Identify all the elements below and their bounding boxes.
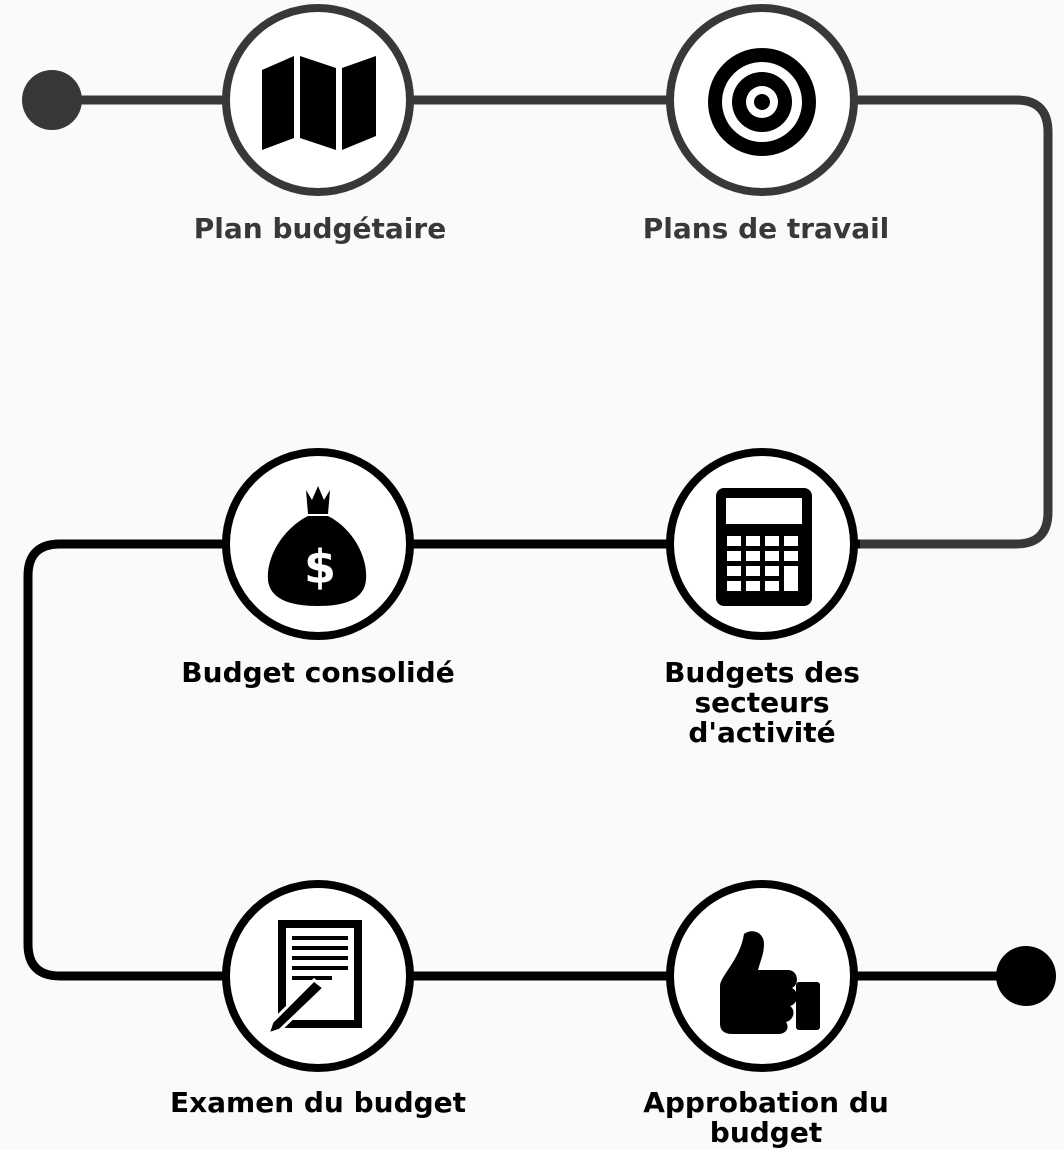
document-pen-icon [265, 920, 362, 1037]
step-node-1 [222, 4, 414, 196]
step-label-6: Approbation du budget [643, 1086, 889, 1149]
step-node-3 [666, 448, 858, 640]
step-label-2: Plans de travail [642, 212, 890, 245]
thumbs-up-icon [720, 931, 820, 1034]
end-dot [996, 946, 1056, 1006]
step-label-5: Examen du budget [169, 1086, 467, 1119]
step-label-1: Plan budgétaire [193, 212, 447, 245]
step-node-6 [666, 880, 858, 1072]
money-bag-icon: $ [267, 486, 367, 606]
step-label-4: Budget consolidé [181, 656, 455, 689]
flow-connector-lower [23, 539, 1026, 981]
flow-connector-top [52, 95, 1053, 549]
step-node-4: $ [222, 448, 414, 640]
step-node-2 [666, 4, 858, 196]
calculator-icon [716, 488, 812, 606]
target-icon [708, 48, 816, 156]
svg-text:$: $ [304, 540, 336, 594]
step-node-5 [222, 880, 414, 1072]
map-icon [262, 56, 376, 150]
step-label-3: Budgets des secteurs d'activité [664, 656, 860, 749]
start-dot [22, 70, 82, 130]
